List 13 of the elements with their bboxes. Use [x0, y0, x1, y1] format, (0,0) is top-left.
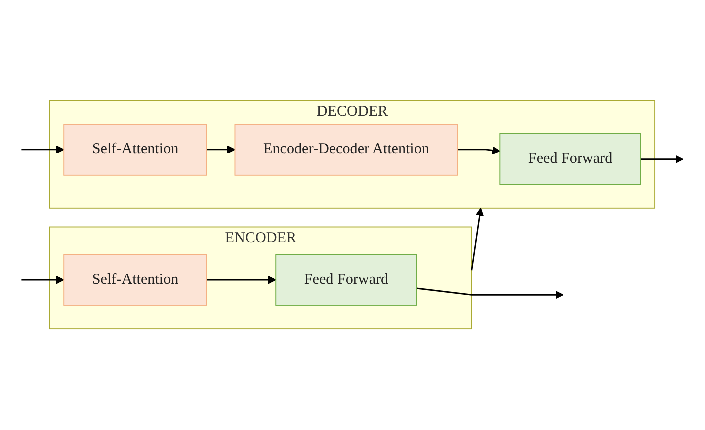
node-box: Self-Attention — [64, 124, 208, 176]
arrow — [206, 146, 236, 154]
arrow — [22, 276, 64, 284]
arrow — [640, 155, 684, 164]
node-box: Feed Forward — [276, 254, 418, 306]
arrow — [22, 146, 64, 154]
arrow — [206, 276, 276, 284]
arrow — [471, 208, 484, 271]
node-box: Self-Attention — [64, 254, 208, 306]
node-box: Encoder-Decoder Attention — [234, 124, 458, 176]
arrow — [416, 288, 564, 300]
arrow — [458, 146, 501, 155]
node-box: Feed Forward — [500, 133, 642, 186]
